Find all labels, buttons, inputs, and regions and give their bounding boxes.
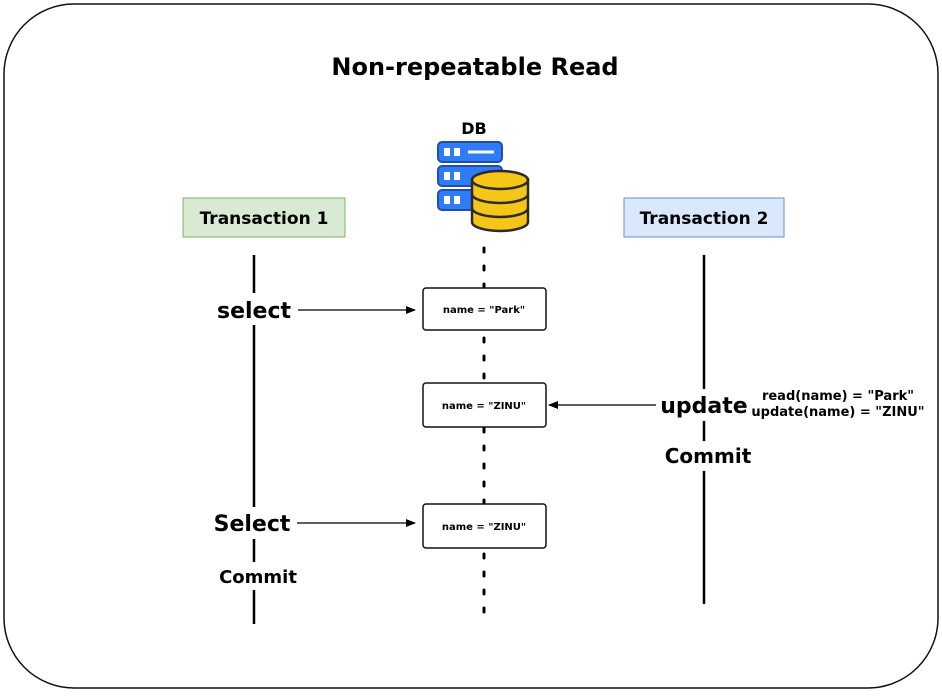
value-box-second (422, 382, 547, 428)
transaction-1-label: Transaction 1 (200, 209, 329, 229)
db-label: DB (461, 119, 486, 138)
outer-frame (3, 3, 939, 689)
t2-commit-op: Commit (665, 444, 752, 468)
t1-select-op: select (217, 299, 292, 324)
t2-update-op: update (660, 394, 747, 419)
database-server-icon (437, 141, 530, 233)
value-second-text: name = "ZINU" (442, 401, 526, 412)
value-box-third (422, 503, 547, 549)
t1-commit-op: Commit (219, 567, 297, 588)
t2-read-note: read(name) = "Park" (762, 389, 914, 404)
value-box-first (422, 287, 547, 331)
t1-select-again-op: Select (214, 512, 291, 537)
value-first-text: name = "Park" (443, 305, 525, 316)
transaction-2-label: Transaction 2 (640, 209, 769, 229)
database-cylinder-icon (470, 169, 530, 233)
value-third-text: name = "ZINU" (442, 522, 526, 533)
t2-update-note: update(name) = "ZINU" (751, 405, 924, 420)
transaction-1-box (182, 197, 346, 238)
transaction-2-box (623, 197, 785, 238)
diagram-title: Non-repeatable Read (331, 53, 618, 81)
